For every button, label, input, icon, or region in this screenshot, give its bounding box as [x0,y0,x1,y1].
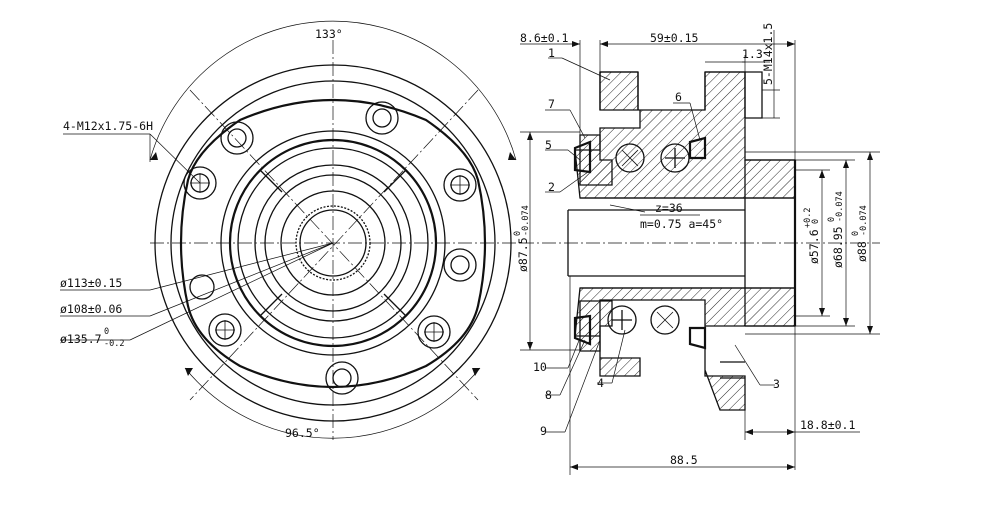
spline-m-label: m=0.75 a=45° [640,217,723,231]
dia-r2-tol-lower: -0.074 [835,191,845,222]
dia-135-tol-upper: 0 [104,327,109,337]
dia-left-tol-lower: -0.074 [521,205,531,236]
front-view: 133° 96.5° 4-M12x1.75-6H ø113±0.15 ø108±… [60,20,520,440]
dia-r3-label: ø88 [855,241,869,262]
spline-z-label: z=36 [655,201,683,215]
dia-135-tol-lower: -0.2 [104,339,124,349]
dia-r1-tol-lower: 0 [811,219,821,224]
part-label-2: 2 [548,180,555,194]
part-label-10: 10 [533,360,547,374]
dia-r1-label: ø57.6 [807,229,821,264]
part-label-4: 4 [597,376,604,390]
dia-135-label: ø135.7 [60,332,102,346]
section-view: 8.6±0.1 59±0.15 1.3 5-M14x1.5 z=36 m=0.7… [513,23,880,475]
dim-bottom-right-label: 18.8±0.1 [800,418,855,432]
dim-bottom-label: 88.5 [670,453,698,467]
dia-r2-label: ø68.95 [831,226,845,268]
part-label-9: 9 [540,424,547,438]
angle-bottom-label: 96.5° [285,426,320,440]
dim-bolt-label: 5-M14x1.5 [761,23,775,85]
angle-top-label: 133° [315,27,343,41]
part-label-8: 8 [545,388,552,402]
dia-left-label: ø87.5 [516,237,530,272]
part-label-6: 6 [675,90,682,104]
dim-small-label: 1.3 [742,47,763,61]
thread-note-label: 4-M12x1.75-6H [63,119,153,133]
part-label-5: 5 [545,138,552,152]
dia-113-label: ø113±0.15 [60,276,122,290]
dim-top-left-label: 8.6±0.1 [520,31,569,45]
dia-r1-tol-upper: +0.2 [803,208,813,228]
part-label-3: 3 [773,377,780,391]
dia-left-tol-upper: 0 [513,231,523,236]
part-label-1: 1 [548,46,555,60]
dim-top-label: 59±0.15 [650,31,698,45]
dia-108-label: ø108±0.06 [60,302,122,316]
dia-r2-tol-upper: 0 [827,217,837,222]
part-label-7: 7 [548,97,555,111]
dia-r3-tol-upper: 0 [851,231,861,236]
dia-r3-tol-lower: -0.074 [859,205,869,236]
